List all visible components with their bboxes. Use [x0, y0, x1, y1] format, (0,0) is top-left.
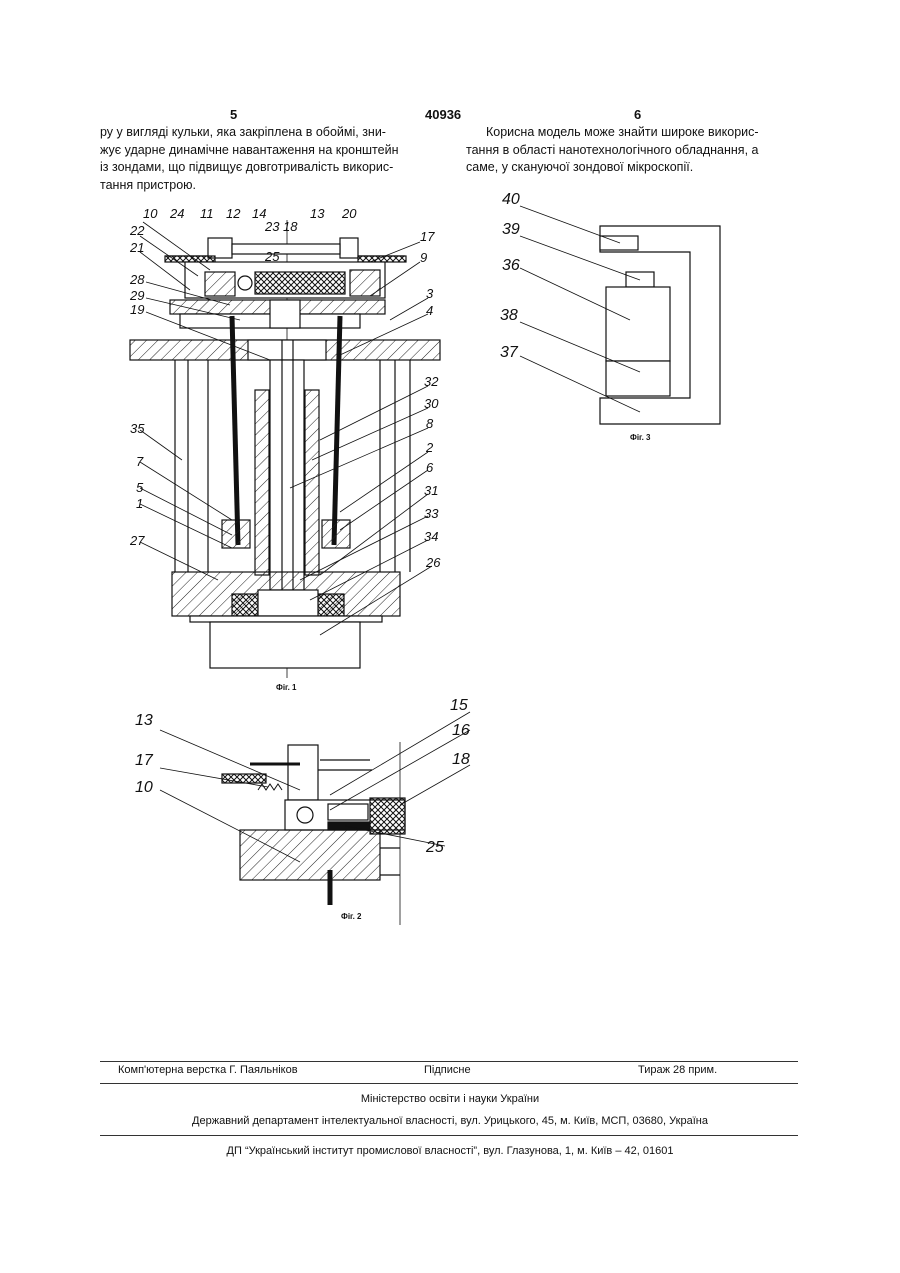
callout: 23	[264, 219, 280, 234]
callout: 13	[135, 712, 153, 729]
footer-rule-top	[100, 1061, 798, 1062]
footer-rule-bottom	[100, 1135, 798, 1136]
figures-drawing: 10 24 11 12 14 23 18 13 20 22 21 17 9 25…	[0, 0, 900, 960]
callout: 7	[136, 454, 144, 469]
fig3-caption: Фіг. 3	[630, 433, 650, 442]
callout: 39	[502, 221, 520, 238]
callout: 16	[452, 722, 470, 739]
callout: 3	[426, 286, 434, 301]
ministry-line: Міністерство освіти і науки України	[0, 1093, 900, 1105]
fig1-caption: Фіг. 1	[276, 683, 296, 692]
circulation-note: Тираж 28 прим.	[638, 1064, 717, 1076]
callout: 20	[341, 206, 357, 221]
callout: 22	[129, 223, 145, 238]
callout: 10	[135, 779, 153, 796]
callout: 8	[426, 416, 434, 431]
callout: 15	[450, 697, 468, 714]
callout: 40	[502, 191, 520, 208]
fig2-caption: Фіг. 2	[341, 912, 361, 921]
callout: 37	[500, 344, 519, 361]
callout: 6	[426, 460, 434, 475]
callout: 36	[502, 257, 520, 274]
callout: 29	[129, 288, 144, 303]
callout: 4	[426, 303, 433, 318]
figure-2	[160, 712, 470, 925]
callout: 12	[226, 206, 241, 221]
typesetting-credit: Комп'ютерна верстка Г. Паяльніков	[118, 1064, 298, 1076]
callout: 27	[129, 533, 145, 548]
callout: 18	[283, 219, 298, 234]
callout: 2	[425, 440, 434, 455]
callout: 1	[136, 496, 143, 511]
callout: 25	[425, 839, 444, 856]
callout: 28	[129, 272, 145, 287]
institute-line: ДП “Український інститут промислової вла…	[0, 1145, 900, 1157]
callout: 26	[425, 555, 441, 570]
callout: 38	[500, 307, 518, 324]
callout: 17	[420, 229, 435, 244]
callout: 13	[310, 206, 325, 221]
callout: 30	[424, 396, 439, 411]
callout: 5	[136, 480, 144, 495]
callout: 35	[130, 421, 145, 436]
callout: 17	[135, 752, 154, 769]
callout: 10	[143, 206, 158, 221]
callout: 32	[424, 374, 439, 389]
callout: 34	[424, 529, 438, 544]
figure-3	[520, 206, 720, 424]
callout: 31	[424, 483, 438, 498]
figure-1	[130, 220, 440, 678]
department-line: Державний департамент інтелектуальної вл…	[0, 1115, 900, 1127]
footer-rule-middle	[100, 1083, 798, 1084]
callout: 25	[264, 249, 280, 264]
callout: 21	[129, 240, 144, 255]
figure-3-callouts: 40 39 36 38 37	[500, 191, 520, 361]
callout: 11	[200, 206, 214, 221]
callout: 19	[130, 302, 144, 317]
signed-note: Підписне	[424, 1064, 471, 1076]
callout: 33	[424, 506, 439, 521]
callout: 24	[169, 206, 184, 221]
callout: 18	[452, 751, 470, 768]
callout: 9	[420, 250, 427, 265]
